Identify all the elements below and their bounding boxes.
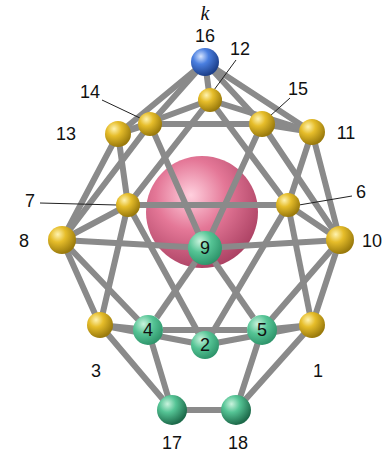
callout-number: 6	[356, 183, 366, 203]
callout-number: k	[201, 2, 210, 24]
callout-number: 7	[25, 192, 35, 212]
callout-number: 16	[195, 27, 215, 47]
atom-number: 5	[257, 321, 267, 339]
atom-sphere: 2	[191, 331, 219, 359]
atoms	[48, 48, 354, 425]
callout-number: 10	[362, 232, 382, 252]
atom-sphere: 5	[247, 315, 277, 345]
atom-number: 2	[200, 336, 210, 354]
leader-lines	[40, 60, 352, 205]
bonds	[62, 62, 340, 410]
bond-line	[215, 262, 254, 318]
callout-number: 1	[313, 362, 323, 382]
callout-number: 14	[80, 83, 100, 103]
callout-number: 13	[56, 125, 76, 145]
callout-number: 15	[288, 80, 308, 100]
callout-number: 11	[337, 124, 356, 144]
atom-number: 4	[143, 321, 153, 339]
callout-number: 12	[230, 40, 250, 60]
callout-number: 18	[228, 434, 248, 454]
bond-line	[157, 262, 196, 318]
callout-number: 17	[162, 434, 182, 454]
callout-number: 8	[19, 232, 29, 252]
atom-number: 9	[200, 239, 210, 257]
atom-sphere: 9	[188, 231, 222, 265]
atom-sphere: 4	[133, 315, 163, 345]
callout-number: 3	[91, 362, 101, 382]
